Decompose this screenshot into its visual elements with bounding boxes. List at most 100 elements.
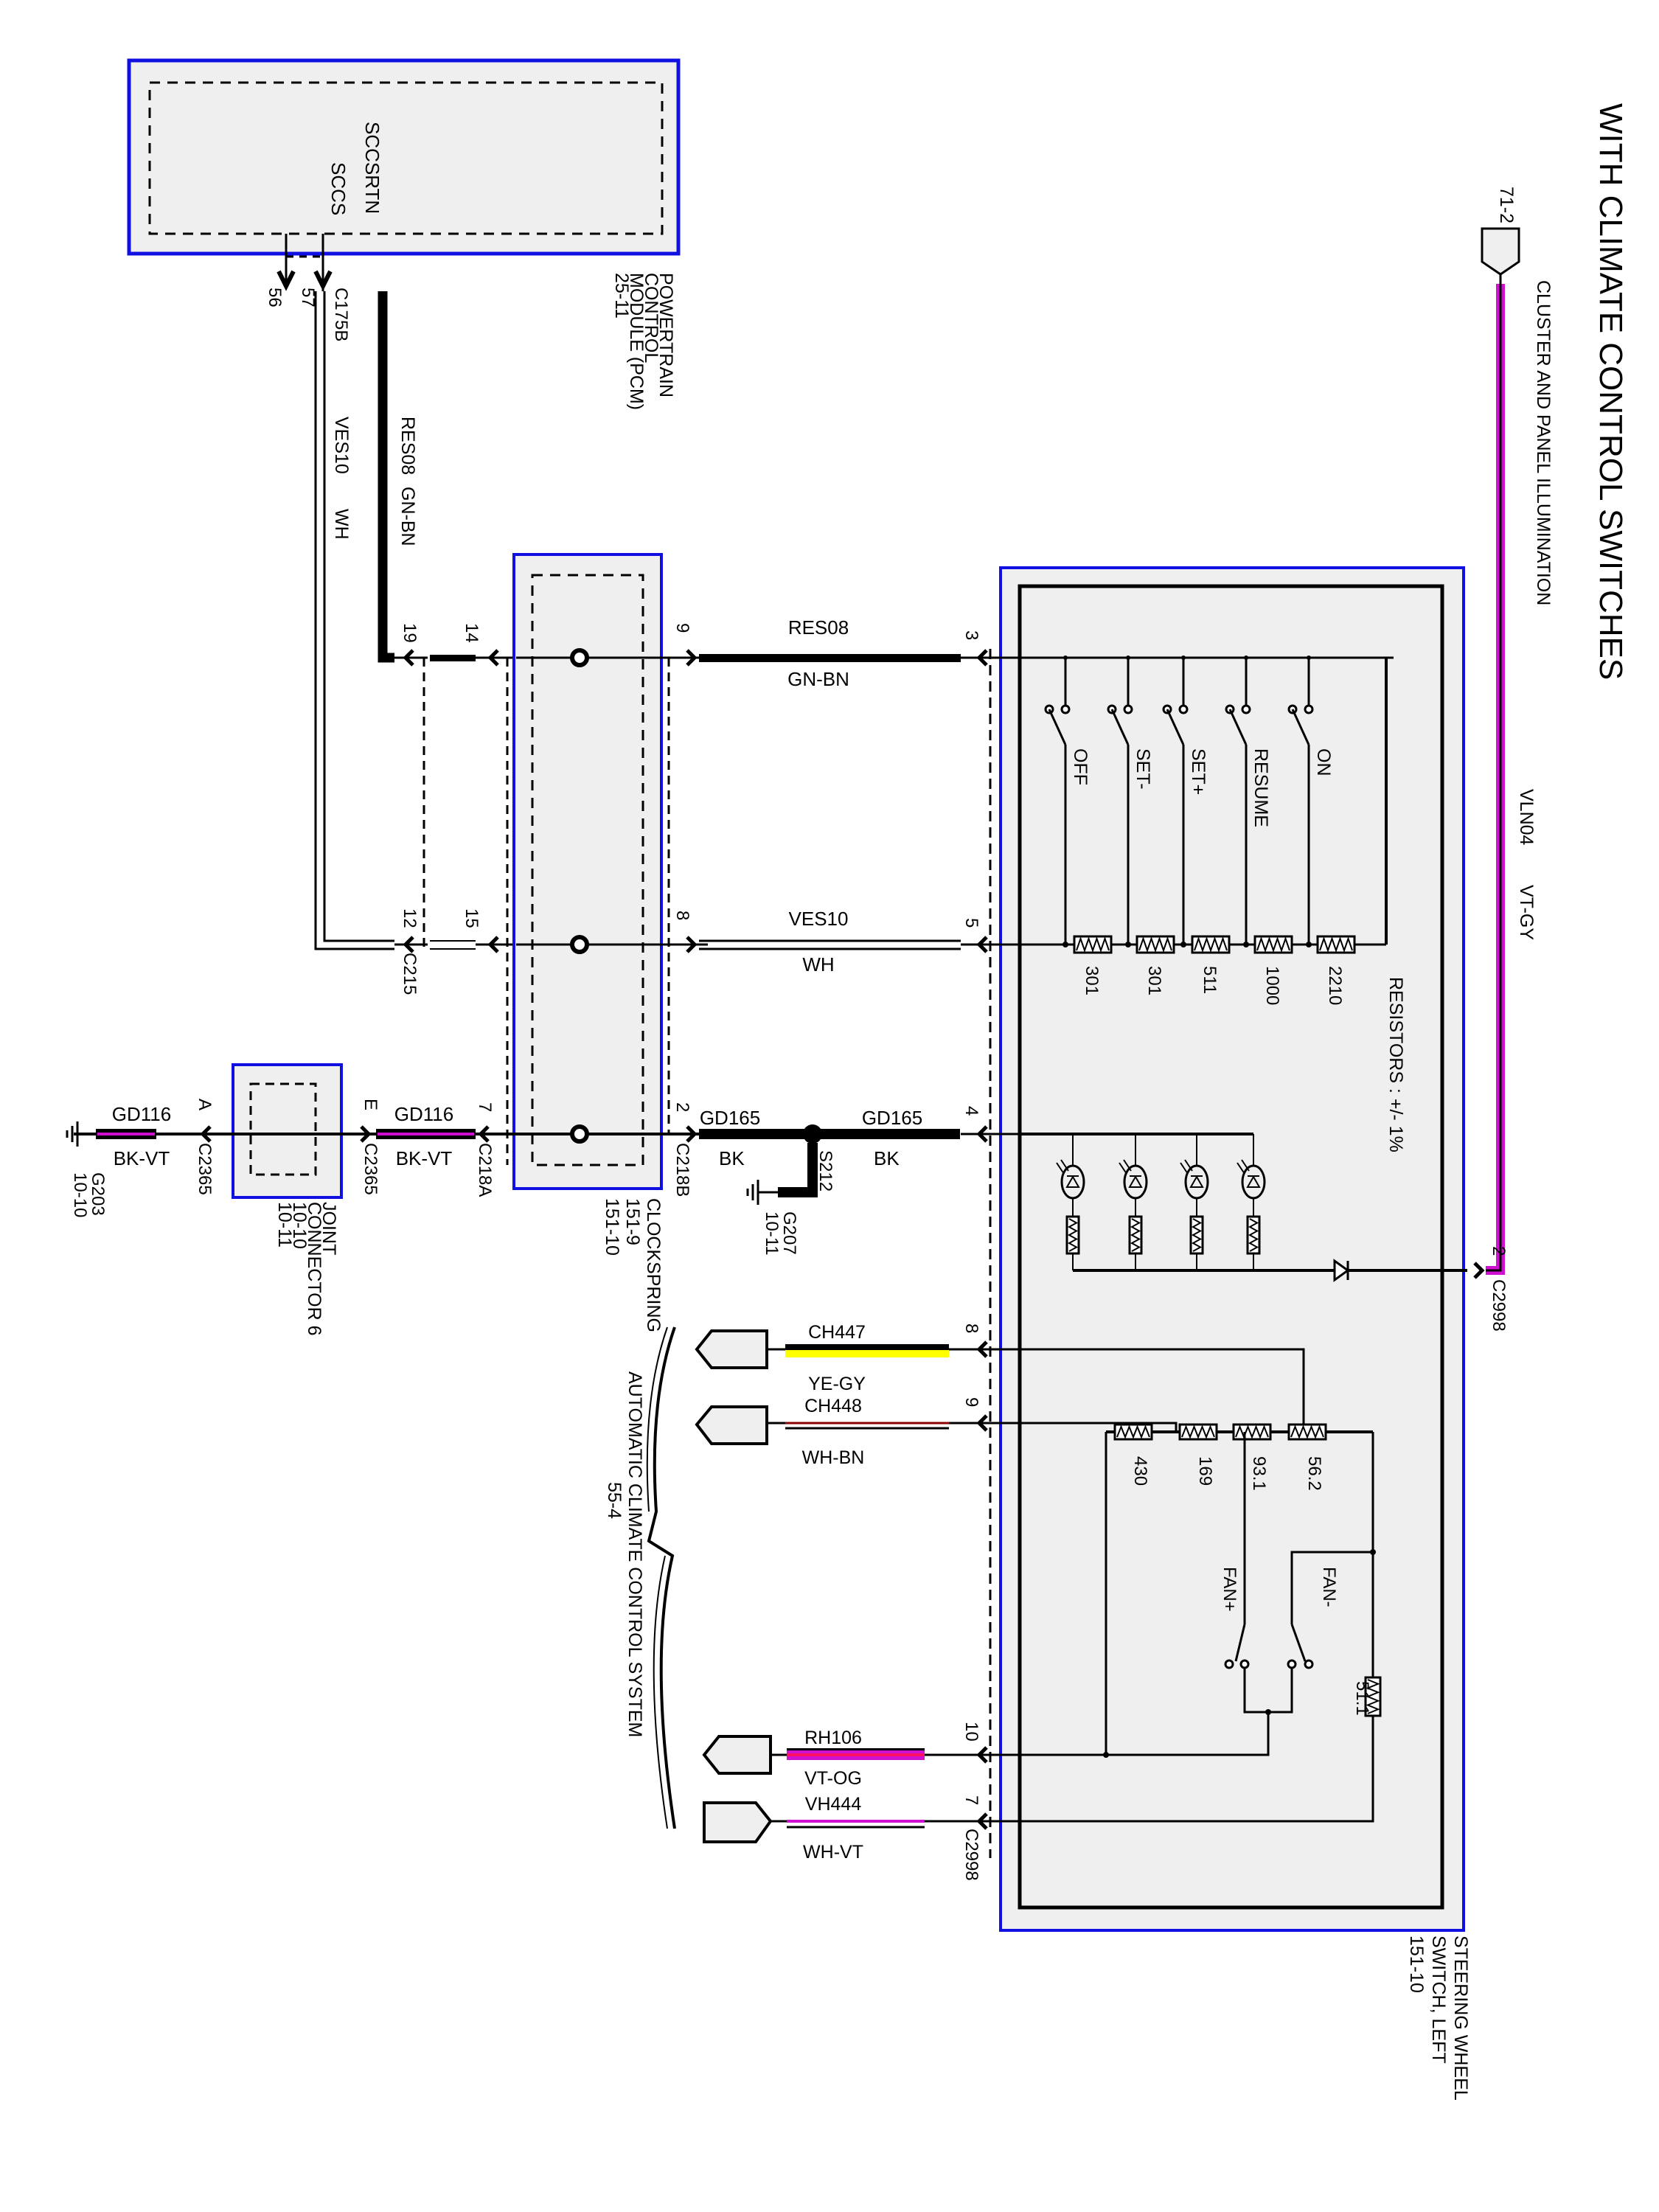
svg-text:151-10: 151-10 [1406,1935,1427,1993]
resistor-tolerance-note: RESISTORS : +/- 1% [1385,977,1406,1152]
svg-text:151-10: 151-10 [602,1198,622,1256]
svg-text:A: A [195,1099,215,1110]
ground-g207: G207 [779,1211,799,1255]
cluster-connector-icon [1481,227,1520,276]
fan-plus-label: FAN+ [1220,1567,1239,1612]
pin-arrow-icon [478,1125,490,1143]
svg-text:VES10: VES10 [331,417,352,474]
pcm-label: POWERTRAIN CONTROL MODULE (PCM) 25-11 [611,273,676,410]
joint-connector-6[interactable] [232,1063,343,1199]
resistor-value: 301 [1144,966,1164,995]
steering-switch-label: STEERING WHEEL SWITCH, LEFT 151-10 [1406,1935,1471,2101]
svg-text:GN-BN: GN-BN [397,487,418,546]
illumination-led-group [1020,1133,1467,1282]
speed-switch-label: ON [1313,748,1334,776]
svg-text:3: 3 [961,630,981,640]
connector-c2365: C2365 [361,1143,380,1195]
speed-switch-resume: RESUME 1000 [1225,655,1293,1005]
svg-text:4: 4 [961,1106,981,1116]
svg-text:E: E [361,1099,380,1110]
speed-switch-on: ON 2210 [1287,655,1356,1005]
svg-text:7: 7 [961,1795,981,1805]
wire-label-ves10: VES10 [789,908,849,930]
wire-res08-mid [430,655,476,661]
switch-blade-icon [1228,709,1248,745]
speed-switch-label: SET+ [1188,748,1208,795]
svg-text:GD165: GD165 [862,1107,922,1129]
svg-text:CLOCKSPRING: CLOCKSPRING [643,1198,664,1332]
switch-blade-icon [1110,709,1130,745]
switch-blade-icon [1234,1624,1246,1662]
wire-color-res08: GN-BN [787,668,849,690]
svg-text:55-4: 55-4 [604,1482,625,1519]
wire-res08 [699,654,961,662]
svg-text:10-11: 10-11 [274,1202,295,1248]
wire-label-ch447: CH447 [808,1322,866,1343]
pin-arrow-icon [976,1812,988,1830]
led-icon [1184,1164,1209,1200]
pin-arrow-icon [487,936,499,953]
resistor-value: 301 [1082,966,1102,995]
fan-resistor-value: 56.2 [1304,1456,1324,1491]
led-lamp [1119,1134,1148,1270]
connector-c175b: C175B [331,288,351,341]
connector-c2998: C2998 [1489,1279,1509,1332]
ground-icon [66,1121,79,1147]
pin-arrow-icon [200,1125,212,1143]
svg-text:BK: BK [874,1147,900,1169]
pin-arrow-icon [403,936,414,953]
svg-text:7: 7 [475,1102,495,1112]
pcm-signal-sccs: SCCS [327,162,349,215]
svg-text:SWITCH, LEFT: SWITCH, LEFT [1428,1935,1449,2064]
wire-vln04 [1486,284,1505,1275]
cluster-label: CLUSTER AND PANEL ILLUMINATION [1533,280,1554,605]
pcm-module[interactable] [127,58,681,256]
svg-text:10-10: 10-10 [289,1202,310,1249]
splice-label: S212 [815,1150,835,1192]
climate-connector-ch447-icon [695,1329,768,1369]
pin-arrow-icon [976,1340,988,1358]
switch-contact-icon [1287,1659,1297,1669]
svg-text:8: 8 [961,1324,981,1333]
fan-resistor-value: 430 [1130,1456,1150,1486]
switch-contact-icon [1224,1659,1234,1669]
svg-text:CONNECTOR 6: CONNECTOR 6 [304,1202,324,1336]
wire-label-vh444: VH444 [805,1794,862,1815]
climate-connector-rh106-icon [702,1735,772,1775]
wire-color-ves10: WH [802,953,834,975]
wire-color-vln04: VT-GY [1516,885,1537,940]
switch-contact-icon [1060,704,1071,714]
connector-c2365: C2365 [195,1143,215,1195]
svg-text:STEERING WHEEL: STEERING WHEEL [1450,1935,1471,2101]
switch-blade-icon [1291,709,1310,745]
climate-connector-vh444-icon [703,1801,773,1843]
connector-c215: C215 [400,953,420,995]
wire-color-rh106: VT-OG [804,1768,862,1789]
svg-text:15: 15 [462,908,481,928]
pin-arrow-icon [976,1414,988,1432]
svg-text:BK-VT: BK-VT [396,1147,453,1169]
svg-text:14: 14 [462,623,481,643]
climate-brace [647,1326,676,1829]
pin-arrow-icon [487,649,499,667]
resistor-value: 1000 [1262,966,1282,1005]
resistor-value: 2210 [1325,966,1345,1005]
svg-text:POWERTRAIN: POWERTRAIN [655,273,676,397]
svg-text:CLUSTER AND PANEL ILLUMINATION: CLUSTER AND PANEL ILLUMINATION [1533,280,1554,605]
connector-c2998: C2998 [961,1829,981,1881]
led-lamp [1237,1134,1266,1270]
led-lamp [1056,1134,1085,1270]
ground-g203: G203 [88,1172,108,1216]
diode-icon [1333,1259,1350,1282]
svg-text:12: 12 [400,908,420,928]
pin-arrow-icon [686,1125,698,1143]
svg-text:GD165: GD165 [700,1107,760,1129]
svg-text:10: 10 [961,1722,981,1742]
ground-icon [746,1180,759,1205]
svg-text:5: 5 [961,918,981,928]
speed-switch-label: RESUME [1251,748,1271,827]
switch-contact-icon [1123,704,1133,714]
pin-arrow-icon [360,1125,372,1143]
clockspring-module[interactable] [512,553,663,1190]
